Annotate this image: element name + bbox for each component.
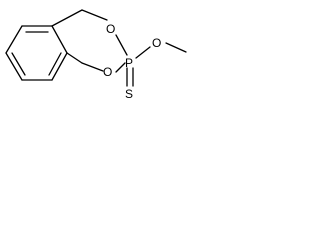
bond-p-o-methoxy bbox=[135, 46, 151, 59]
bond-c5-o-bottom bbox=[66, 52, 83, 64]
bond-c4-c5 bbox=[51, 52, 68, 81]
atom-phosphorus: P bbox=[125, 56, 133, 70]
dioxaphosphinine-ring bbox=[51, 9, 128, 73]
bond-o-bottom-p bbox=[115, 62, 126, 73]
bond-c6-ch2 bbox=[51, 9, 83, 27]
phosphorus-substituents bbox=[126, 42, 187, 87]
bond-c5-o-bottom-2 bbox=[81, 62, 104, 72]
bond-o-top-p bbox=[115, 34, 128, 56]
atom-oxygen-bottom: O bbox=[103, 65, 112, 79]
atom-oxygen-top: O bbox=[106, 22, 115, 36]
bond-c5-c6 bbox=[51, 25, 68, 54]
bond-o-methyl bbox=[165, 42, 187, 53]
atom-sulfur: S bbox=[125, 87, 133, 101]
benzene-ring bbox=[5, 25, 68, 81]
atom-oxygen-methoxy: O bbox=[152, 36, 161, 50]
bond-ch2-o-top bbox=[81, 9, 108, 21]
bond-c2-c3 bbox=[5, 52, 23, 81]
aromatic-inner-bond-2 bbox=[11, 52, 26, 76]
aromatic-inner-bond-3 bbox=[48, 52, 62, 76]
bond-c1-c2 bbox=[5, 25, 23, 54]
chemical-structure-diagram: O O P O S bbox=[5, 9, 187, 101]
